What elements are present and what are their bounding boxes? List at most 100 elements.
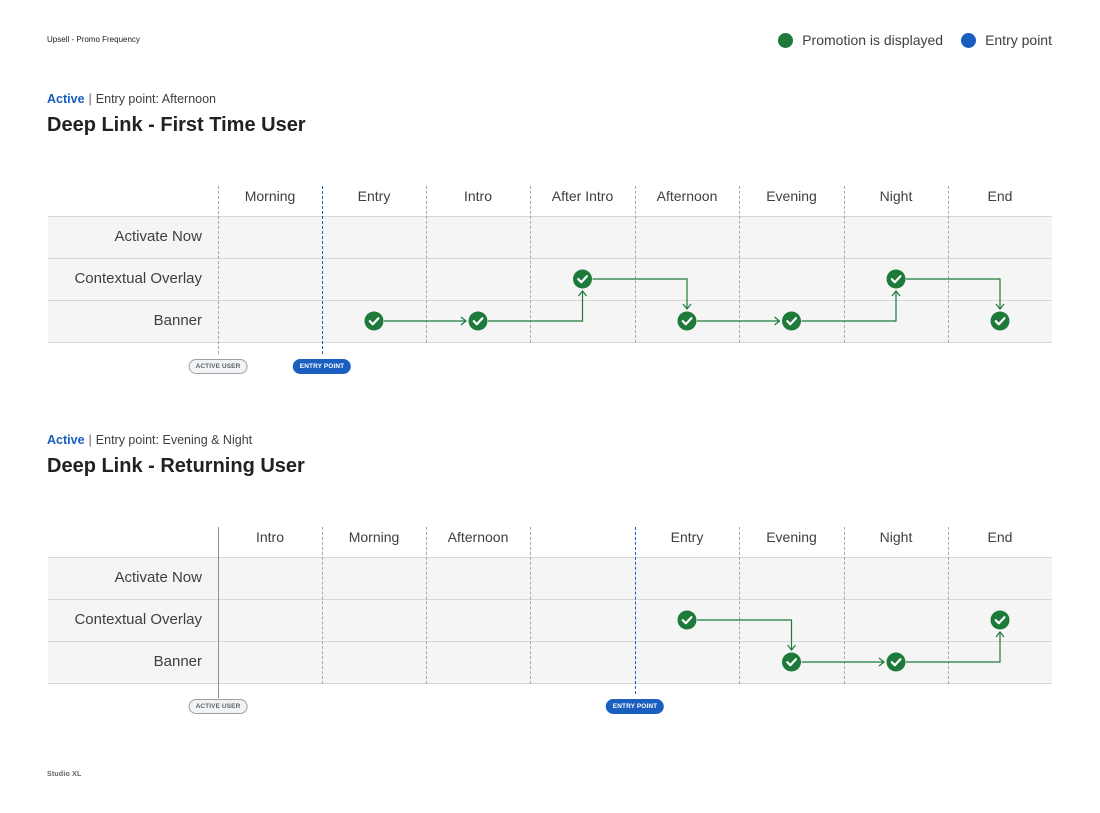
column-divider xyxy=(739,527,740,684)
footer-brand: Studio XL xyxy=(47,771,82,778)
flow-arrowhead xyxy=(774,316,781,326)
promotion-check-icon xyxy=(573,269,592,289)
legend-item-entry: Entry point xyxy=(961,32,1052,48)
column-divider xyxy=(948,527,949,684)
row-divider xyxy=(48,557,1052,558)
section-title: Deep Link - Returning User xyxy=(47,455,305,477)
table-row xyxy=(48,599,1052,641)
entry-point-badge: ENTRY POINT xyxy=(292,359,352,374)
flow-connector xyxy=(488,291,584,322)
row-divider xyxy=(48,683,1052,684)
section-title: Deep Link - First Time User xyxy=(47,114,306,136)
flow-arrowhead xyxy=(460,316,467,326)
column-header: Morning xyxy=(244,188,296,204)
promotion-check-icon xyxy=(677,610,697,630)
row-divider xyxy=(48,599,1052,600)
promotion-check-icon xyxy=(677,311,697,331)
flow-arrowhead xyxy=(891,290,901,297)
flow-connector xyxy=(906,278,1001,309)
flow-connector xyxy=(801,291,897,322)
legend-label-promotion: Promotion is displayed xyxy=(802,32,944,48)
column-header: End xyxy=(987,529,1013,545)
active-user-line xyxy=(218,527,219,698)
row-divider xyxy=(48,258,1052,259)
column-header: After Intro xyxy=(551,188,614,204)
column-divider xyxy=(426,186,427,343)
active-user-badge: ACTIVE USER xyxy=(188,699,248,714)
entry-point-line xyxy=(635,527,636,694)
table-row xyxy=(48,258,1052,300)
column-divider xyxy=(739,186,740,343)
column-header: Night xyxy=(879,529,913,545)
flow-arrowhead xyxy=(995,303,1005,310)
promotion-check-icon xyxy=(782,311,801,331)
promotion-check-icon xyxy=(364,311,384,331)
column-divider xyxy=(426,527,427,684)
column-header: Morning xyxy=(348,529,400,545)
column-divider xyxy=(530,527,531,684)
column-divider xyxy=(948,186,949,343)
entry-point-line xyxy=(322,186,323,354)
active-user-badge: ACTIVE USER xyxy=(188,359,248,374)
promotion-check-icon xyxy=(990,311,1010,331)
column-header: Evening xyxy=(766,188,817,204)
status-entry-text: Entry point: Evening & Night xyxy=(95,433,253,447)
row-label: Activate Now xyxy=(114,569,202,586)
column-header: Evening xyxy=(766,529,817,545)
status-entry-text: Entry point: Afternoon xyxy=(95,92,216,106)
status-active: Active xyxy=(47,92,85,106)
column-divider xyxy=(530,186,531,343)
column-divider xyxy=(635,186,636,343)
row-label: Contextual Overlay xyxy=(74,270,202,287)
entry-point-badge: ENTRY POINT xyxy=(605,699,665,714)
active-user-line xyxy=(218,186,219,354)
promotion-dot-icon xyxy=(778,32,794,48)
column-divider xyxy=(844,527,845,684)
column-header: Entry xyxy=(670,529,704,545)
flow-arrowhead xyxy=(682,303,692,310)
row-divider xyxy=(48,641,1052,642)
entry-point-dot-icon xyxy=(961,32,977,48)
legend-item-promotion: Promotion is displayed xyxy=(778,32,943,48)
promotion-check-icon xyxy=(886,652,906,672)
row-label: Banner xyxy=(153,653,202,670)
promotion-check-icon xyxy=(782,652,801,672)
promotion-check-icon xyxy=(886,269,906,289)
doc-label: Upsell - Promo Frequency xyxy=(47,35,140,44)
table-row xyxy=(48,216,1052,258)
table-row xyxy=(48,557,1052,599)
row-divider xyxy=(48,300,1052,301)
column-divider xyxy=(322,527,323,684)
flow-connector xyxy=(592,278,688,309)
row-label: Activate Now xyxy=(114,228,202,245)
status-active: Active xyxy=(47,433,85,447)
promotion-check-icon xyxy=(468,311,488,331)
column-header: End xyxy=(987,188,1013,204)
row-divider xyxy=(48,216,1052,217)
column-header: Intro xyxy=(255,529,284,545)
status-line: Active|Entry point: Evening & Night xyxy=(47,433,252,447)
status-line: Active|Entry point: Afternoon xyxy=(47,92,216,106)
status-separator: | xyxy=(88,433,92,447)
column-header: Entry xyxy=(357,188,391,204)
status-separator: | xyxy=(88,92,92,106)
flow-connector xyxy=(697,619,793,650)
legend: Promotion is displayed Entry point xyxy=(760,32,1052,48)
column-header: Afternoon xyxy=(656,188,718,204)
column-divider xyxy=(844,186,845,343)
column-header: Intro xyxy=(463,188,492,204)
flow-arrowhead xyxy=(995,631,1005,638)
flow-arrowhead xyxy=(787,644,796,651)
column-header: Night xyxy=(879,188,913,204)
flow-arrowhead xyxy=(578,290,587,297)
legend-label-entry: Entry point xyxy=(985,32,1052,48)
row-label: Banner xyxy=(153,312,202,329)
flow-connector xyxy=(906,632,1001,663)
promotion-check-icon xyxy=(990,610,1010,630)
row-label: Contextual Overlay xyxy=(74,611,202,628)
row-divider xyxy=(48,342,1052,343)
column-header: Afternoon xyxy=(447,529,509,545)
flow-arrowhead xyxy=(878,657,885,667)
